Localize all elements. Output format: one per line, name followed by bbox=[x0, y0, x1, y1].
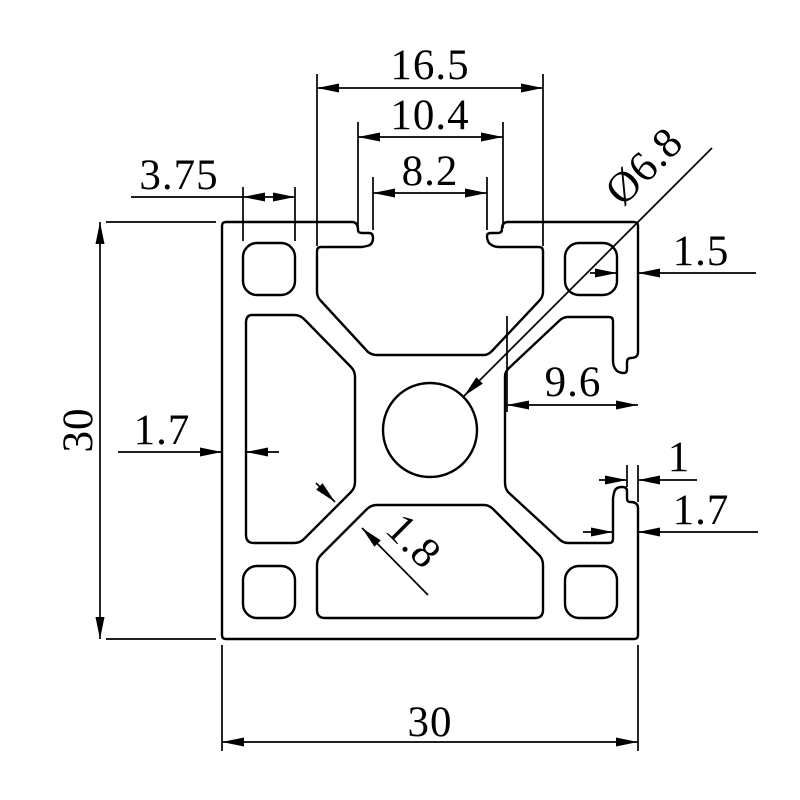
arrowhead bbox=[638, 268, 660, 278]
arrowhead bbox=[605, 475, 627, 485]
arrowhead bbox=[481, 132, 503, 142]
dim-label-slot-depth: 9.6 bbox=[545, 359, 602, 406]
dim-label-web-thickness: 1.8 bbox=[377, 505, 450, 578]
dim-label-top-slot-mid: 10.4 bbox=[390, 92, 469, 139]
arrowhead bbox=[638, 527, 660, 537]
dim-label-right-wall: 1.5 bbox=[673, 228, 730, 275]
arrowhead bbox=[507, 400, 529, 410]
dim-label-lip-step: 1 bbox=[668, 434, 691, 481]
bottom-cavity bbox=[315, 503, 545, 620]
arrowhead bbox=[591, 527, 613, 537]
dim-label-top-slot-opening: 8.2 bbox=[402, 148, 459, 195]
arrowhead bbox=[595, 268, 617, 278]
dim-label-center-bore: Ø6.8 bbox=[596, 118, 692, 214]
arrowhead bbox=[95, 617, 105, 639]
dim-label-left-wall: 1.7 bbox=[134, 407, 191, 454]
arrowhead bbox=[465, 188, 487, 198]
dim-label-top-slot-outer: 16.5 bbox=[390, 42, 469, 89]
arrowhead bbox=[243, 192, 265, 202]
corner-hole-top-right bbox=[563, 241, 619, 297]
arrowhead bbox=[521, 83, 543, 93]
arrowhead bbox=[464, 377, 483, 396]
dim-label-overall-width: 30 bbox=[408, 699, 453, 746]
dimension-arrowheads bbox=[95, 83, 660, 747]
arrowhead bbox=[616, 737, 638, 747]
arrowhead bbox=[317, 83, 339, 93]
center-bore-circle bbox=[381, 381, 479, 479]
arrowhead bbox=[358, 132, 380, 142]
arrowhead bbox=[222, 737, 244, 747]
dimension-labels: 16.5 10.4 8.2 3.75 30 1.7 Ø6.8 1.5 9.6 1… bbox=[55, 42, 730, 746]
arrowhead bbox=[373, 188, 395, 198]
arrowhead bbox=[638, 475, 660, 485]
arrowhead bbox=[362, 528, 381, 547]
dim-label-corner-hole: 3.75 bbox=[139, 152, 218, 199]
arrowhead bbox=[616, 400, 638, 410]
corner-hole-bottom-left bbox=[241, 564, 297, 620]
arrowhead bbox=[273, 192, 295, 202]
arrowhead bbox=[200, 447, 222, 457]
dim-label-overall-height: 30 bbox=[55, 408, 102, 453]
left-cavity bbox=[244, 313, 357, 545]
profile-geometry bbox=[220, 220, 640, 641]
dim-label-lip-wall: 1.7 bbox=[673, 487, 730, 534]
corner-hole-top-left bbox=[241, 241, 297, 297]
corner-hole-bottom-right bbox=[563, 564, 619, 620]
leader-line-dia-6-8 bbox=[463, 147, 713, 397]
arrowhead bbox=[246, 447, 268, 457]
arrowhead bbox=[95, 222, 105, 244]
arrowhead bbox=[316, 483, 335, 502]
profile-outline bbox=[220, 220, 640, 641]
